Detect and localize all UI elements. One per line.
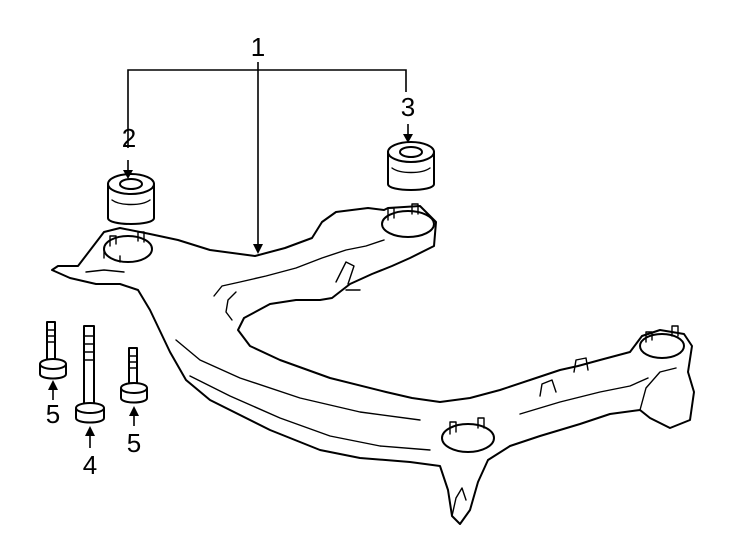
arrowhead-1 <box>253 244 263 254</box>
bushing-right <box>387 141 435 191</box>
bolt-left <box>39 321 67 380</box>
arrowhead-2 <box>123 170 133 179</box>
arrowhead-3 <box>403 134 413 143</box>
callout-2: 2 <box>122 123 136 153</box>
leader-1-bracket <box>127 69 407 148</box>
leader-lines <box>48 62 413 448</box>
callout-5-right: 5 <box>127 428 141 458</box>
arrowhead-5b <box>129 406 139 416</box>
callout-3: 3 <box>401 92 415 122</box>
arrowhead-4 <box>85 426 95 436</box>
bushing-left <box>107 173 155 225</box>
bolt-long <box>75 325 105 424</box>
callout-5-left: 5 <box>46 399 60 429</box>
arrowhead-5a <box>48 380 58 390</box>
callout-4: 4 <box>83 450 97 480</box>
subframe <box>51 203 695 525</box>
bolt-right <box>120 347 148 404</box>
callout-1: 1 <box>251 32 265 62</box>
